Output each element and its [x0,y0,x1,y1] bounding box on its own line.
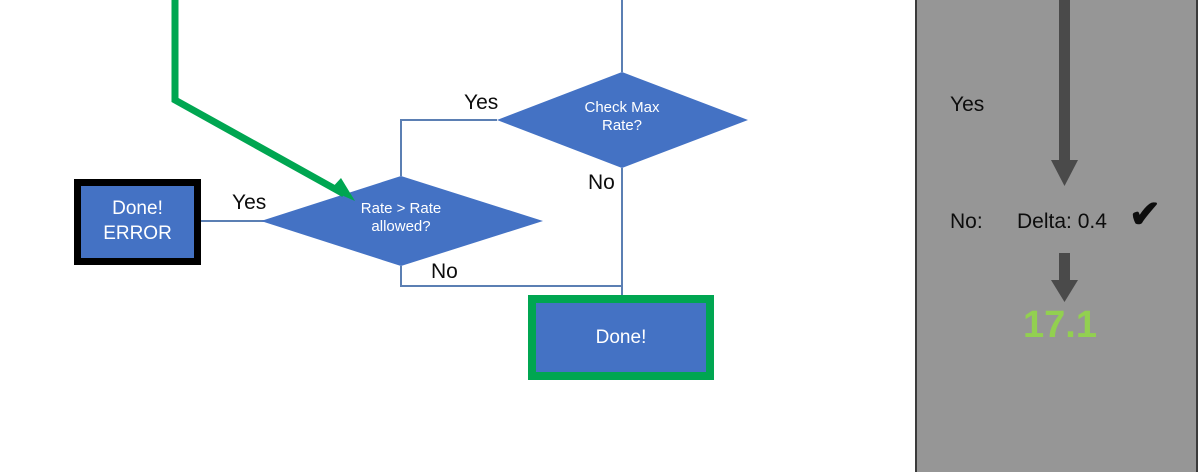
check-mark-icon: ✔ [1129,194,1161,236]
node-done-label: Done! [595,326,647,348]
panel-yes-label: Yes [950,93,985,116]
green-highlight-arrow [171,0,355,201]
panel-arrows [1051,0,1078,302]
side-panel: Yes No: Delta: 0.4 ✔ 17.1 [915,0,1198,472]
node-rate-gt-rate-allowed[interactable] [261,176,543,266]
edge-label-yes-check-max: Yes [464,91,499,114]
node-check-max-rate[interactable] [497,72,748,168]
connector-checkmax-yes-to-rate [400,119,497,176]
node-done[interactable]: Done! [528,295,714,380]
node-done-error[interactable]: Done! ERROR [74,179,201,265]
arrow-down-short-icon [1051,253,1078,302]
connector-rate-no-to-done [400,266,622,287]
panel-delta-value: Delta: 0.4 [1017,210,1107,233]
node-done-error-label: Done! ERROR [103,198,172,244]
panel-result-value: 17.1 [1023,304,1097,346]
arrow-down-long-icon [1051,0,1078,186]
panel-no-label: No: [950,210,983,233]
edge-label-no-rate-allowed: No [431,260,458,283]
edge-label-no-check-max: No [588,171,615,194]
edge-label-yes-rate-allowed: Yes [232,191,267,214]
